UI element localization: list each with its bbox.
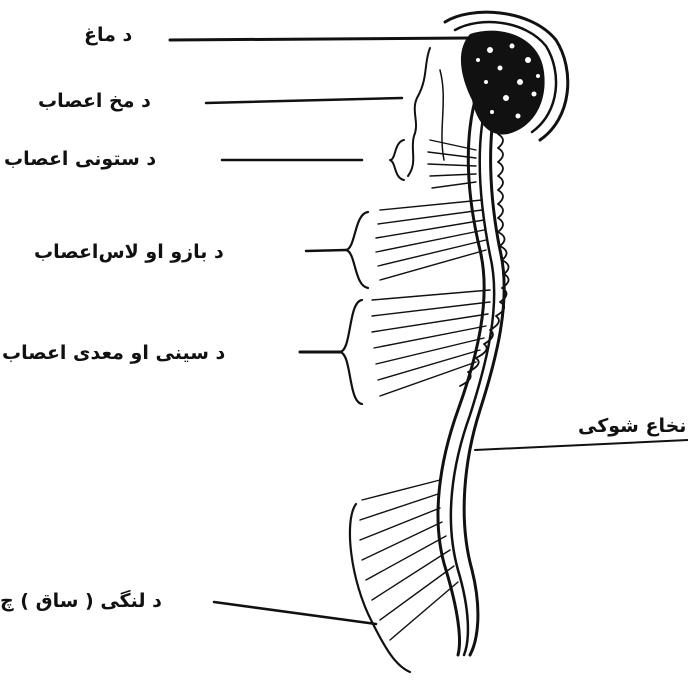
leader-leg [214,602,376,624]
label-cervical: د ستونی اعصاب [4,150,156,169]
leader-brain [170,38,470,40]
arm-nerves [376,200,486,280]
leader-medulla [206,98,402,103]
leg-brace [350,504,410,672]
label-spinal-cord: نخاع شوکی [578,417,686,436]
label-brain: د ماغ [84,26,132,45]
leader-spinal [475,440,688,450]
label-arm-nerves: د بازو او لاس‌اعصاب [34,243,224,262]
label-chest-nerves: د سینی او معدی اعصاب [2,344,225,363]
cervical-brace [390,140,404,180]
face-profile [408,48,430,176]
chest-brace [340,300,362,404]
leader-arm [306,250,346,251]
brain-mass [461,31,545,135]
label-medulla: د مخ اعصاب [38,92,151,111]
arm-brace [346,212,368,288]
label-leg-nerves: د لنگی ( ساق ) چ [0,592,162,611]
chest-nerves [372,290,490,396]
